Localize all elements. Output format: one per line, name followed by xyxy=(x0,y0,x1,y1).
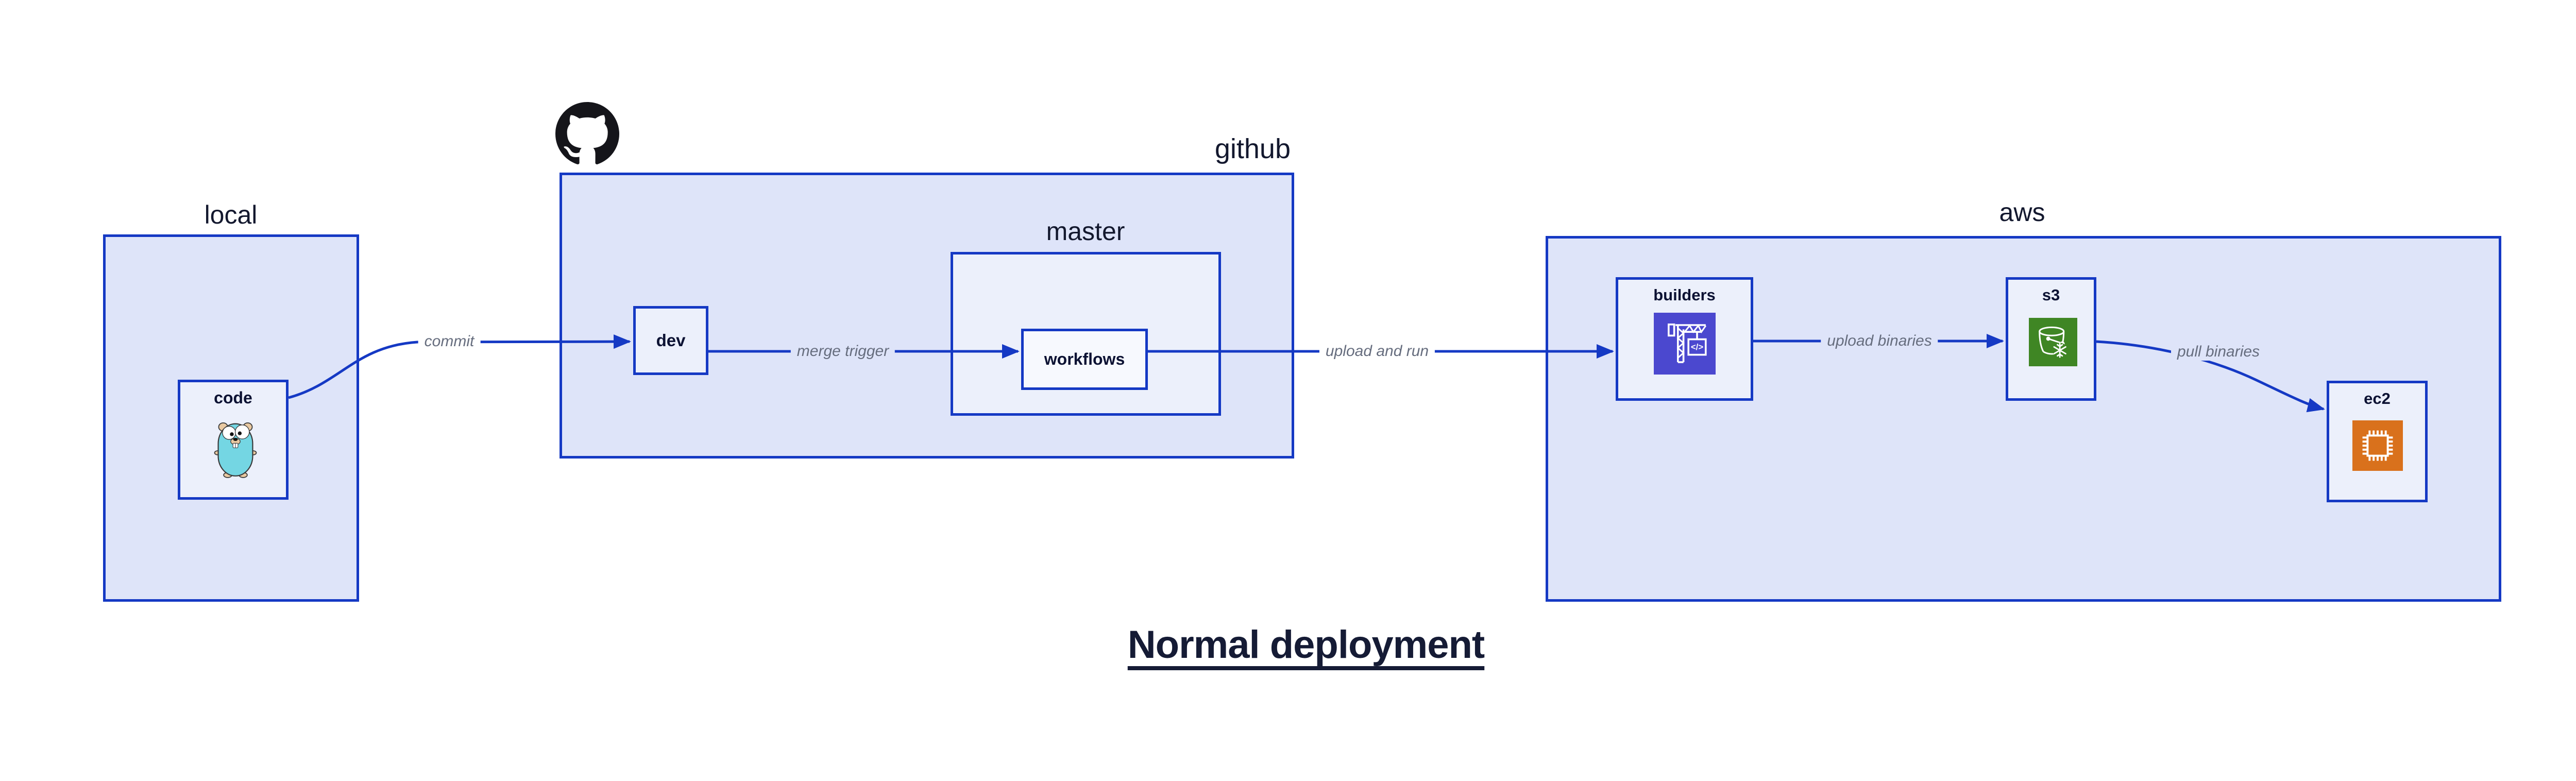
node-label-s3: s3 xyxy=(2042,286,2060,304)
container-label-local: local xyxy=(204,200,258,229)
go-gopher-icon xyxy=(214,422,257,478)
edge-label-upload-and-run: upload and run xyxy=(1319,343,1435,360)
ec2-chip-icon xyxy=(2352,420,2403,471)
node-label-workflows: workflows xyxy=(1044,350,1125,368)
s3-glacier-bucket-icon xyxy=(2029,318,2077,366)
node-workflows: workflows xyxy=(1021,329,1148,390)
node-s3: s3 xyxy=(2006,277,2096,401)
diagram-title: Normal deployment xyxy=(1127,623,1485,667)
node-label-code: code xyxy=(214,388,252,407)
edge-label-commit: commit xyxy=(418,333,481,350)
edge-label-merge-trigger: merge trigger xyxy=(790,343,895,360)
container-label-aws: aws xyxy=(1999,198,2045,227)
node-label-builders: builders xyxy=(1653,286,1716,304)
node-ec2: ec2 xyxy=(2327,381,2428,502)
node-builders: builders </> xyxy=(1616,277,1753,401)
edge-label-upload-binaries: upload binaries xyxy=(1821,332,1938,350)
node-label-ec2: ec2 xyxy=(2364,389,2391,408)
github-octocat-icon xyxy=(555,102,619,164)
container-label-github: github xyxy=(1214,133,1291,164)
container-label-master: master xyxy=(1046,217,1125,246)
node-dev: dev xyxy=(633,306,708,375)
node-code: code xyxy=(178,380,289,500)
aws-codebuild-crane-icon: </> xyxy=(1654,313,1716,375)
edge-label-pull-binaries: pull binaries xyxy=(2171,343,2266,361)
codebuild-code-glyph: </> xyxy=(1691,342,1703,352)
node-label-dev: dev xyxy=(656,331,686,350)
